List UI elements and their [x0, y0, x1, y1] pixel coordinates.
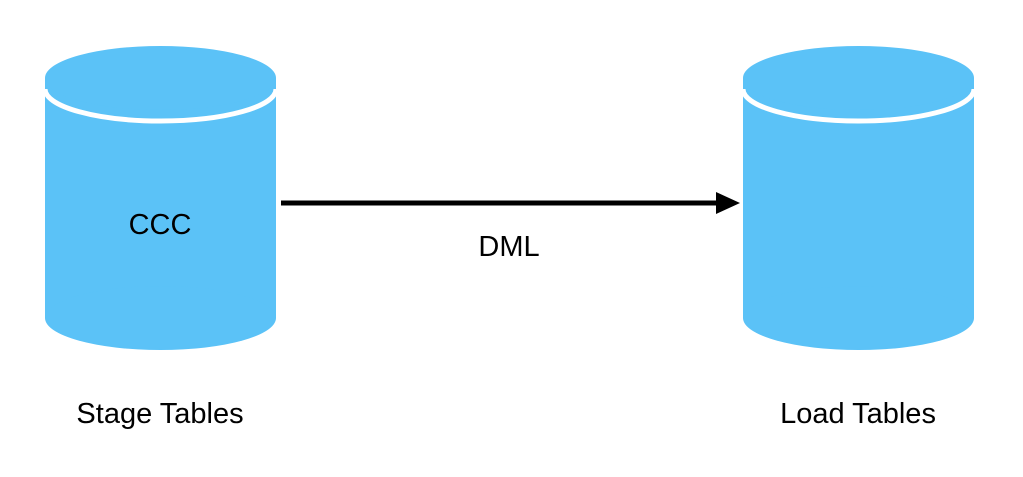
stage-tables-caption: Stage Tables [76, 398, 244, 430]
stage-inner-label: CCC [128, 209, 192, 241]
dml-arrow-icon [281, 192, 740, 214]
load-tables-cylinder-icon [740, 46, 977, 350]
load-tables-caption: Load Tables [780, 398, 936, 430]
dml-edge-label: DML [478, 231, 540, 263]
stage-tables-cylinder-icon [42, 46, 279, 350]
